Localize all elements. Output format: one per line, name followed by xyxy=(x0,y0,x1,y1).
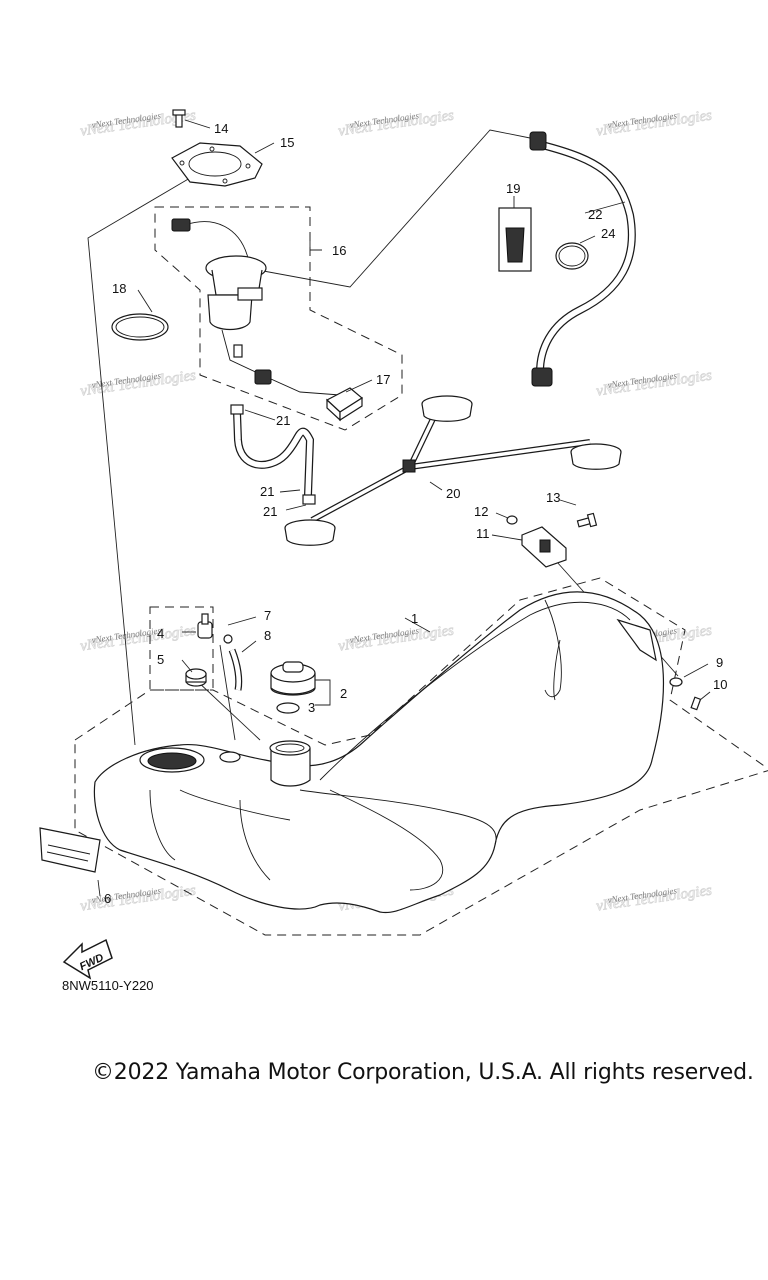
callout: 16 xyxy=(332,243,346,258)
copyright-notice: ©2022 Yamaha Motor Corporation, U.S.A. A… xyxy=(92,1060,754,1085)
part-11-bracket xyxy=(521,526,567,568)
callout: 5 xyxy=(157,652,164,667)
part-1-fuel-tank xyxy=(93,591,665,914)
callout: 12 xyxy=(474,504,488,519)
part-18-o-ring xyxy=(111,313,169,341)
group-outlines xyxy=(74,206,768,936)
callout: 17 xyxy=(376,372,390,387)
callout: 8 xyxy=(264,628,271,643)
part-12-washer xyxy=(506,515,518,525)
callout: 7 xyxy=(264,608,271,623)
part-16-fuel-pump xyxy=(171,218,341,396)
part-3-o-ring xyxy=(276,702,300,714)
callout-leaders xyxy=(97,119,711,897)
part-7-clamp xyxy=(223,634,233,644)
part-5-grommet xyxy=(185,668,207,687)
part-24-clamp xyxy=(555,242,589,270)
callout: 19 xyxy=(506,181,520,196)
callout: 21 xyxy=(263,504,277,519)
fwd-arrow-icon: FWD xyxy=(62,938,113,980)
part-8-hose xyxy=(228,648,243,691)
part-21-22-fuel-hose xyxy=(230,404,316,505)
part-13-bolt xyxy=(576,512,598,528)
callout: 3 xyxy=(308,700,315,715)
part-15-gasket xyxy=(171,142,263,187)
callout: 18 xyxy=(112,281,126,296)
callout: 24 xyxy=(601,226,615,241)
callout: 11 xyxy=(476,526,490,541)
part-19-sensor xyxy=(498,207,532,272)
callout: 21 xyxy=(260,484,274,499)
diagram-code: 8NW5110-Y220 xyxy=(62,978,154,993)
part-17-connector xyxy=(325,387,364,422)
part-10-bolt xyxy=(690,696,702,711)
part-14-bolt xyxy=(172,109,186,128)
part-20-vent-hoses xyxy=(284,395,622,546)
part-23-hose xyxy=(529,131,636,387)
callout: 14 xyxy=(214,121,228,136)
callout: 2 xyxy=(340,686,347,701)
part-4-fitting xyxy=(197,613,213,639)
callout: 21 xyxy=(276,413,290,428)
callouts: 14 15 16 18 17 19 22 24 21 20 21 21 12 1… xyxy=(104,121,727,906)
part-2-fuel-cap xyxy=(270,661,316,696)
part-6-label xyxy=(39,827,101,873)
callout: 15 xyxy=(280,135,294,150)
callout: 9 xyxy=(716,655,723,670)
callout: 13 xyxy=(546,490,560,505)
callout: 22 xyxy=(588,207,602,222)
callout: 20 xyxy=(446,486,460,501)
callout: 6 xyxy=(104,891,111,906)
callout: 10 xyxy=(713,677,727,692)
callout: 4 xyxy=(157,626,164,641)
part-9-collar xyxy=(669,677,683,687)
callout: 1 xyxy=(411,611,418,626)
